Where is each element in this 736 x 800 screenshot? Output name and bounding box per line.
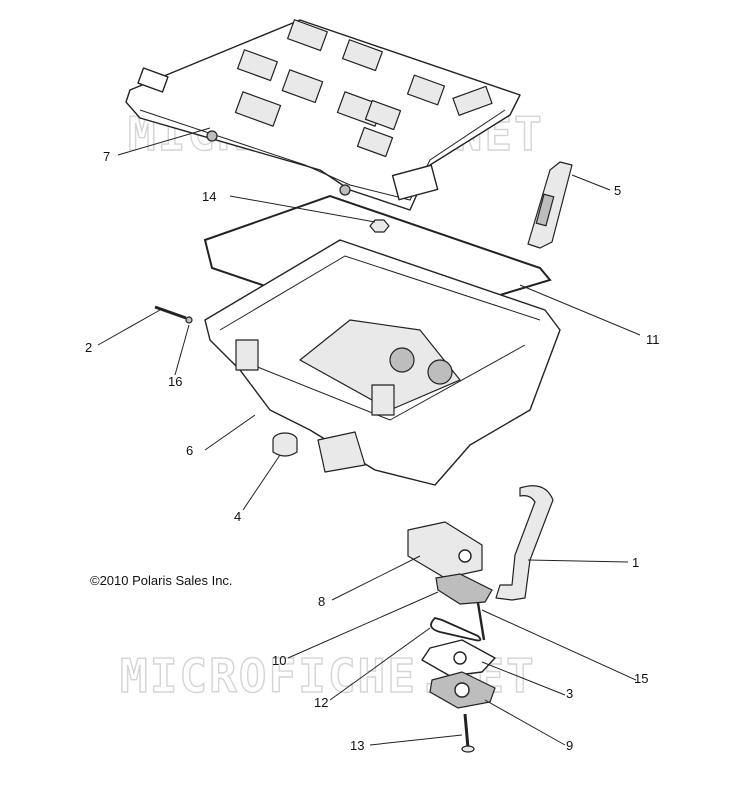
- callout-10: 10: [272, 653, 286, 668]
- pin-part: [154, 305, 187, 320]
- grommet-part: [272, 432, 298, 457]
- leader-lines: [97, 127, 641, 746]
- callout-16: 16: [168, 374, 182, 389]
- latch-cover-hole: [458, 549, 472, 563]
- latch-pin-part: [476, 602, 486, 641]
- callout-12: 12: [314, 695, 328, 710]
- latch-part: [435, 573, 493, 605]
- gasket-hole: [453, 651, 467, 665]
- copyright-notice: ©2010 Polaris Sales Inc.: [90, 573, 233, 588]
- callout-4: 4: [234, 509, 241, 524]
- callout-15: 15: [634, 671, 648, 686]
- callouts: 7 14 5 2 16 11 6 4 1 8 10 15 12 3 13 9: [85, 149, 660, 753]
- base-plate-hole: [454, 682, 470, 698]
- callout-8: 8: [318, 594, 325, 609]
- lid-part: [125, 19, 521, 211]
- strap-slot: [535, 193, 555, 227]
- storage-box-part: [204, 239, 561, 486]
- callout-6: 6: [186, 443, 193, 458]
- nut-part: [369, 219, 390, 233]
- callout-13: 13: [350, 738, 364, 753]
- spring-part: [430, 616, 482, 642]
- callout-14: 14: [202, 189, 216, 204]
- callout-3: 3: [566, 686, 573, 701]
- bolt-part: [461, 713, 475, 753]
- callout-1: 1: [632, 555, 639, 570]
- callout-9: 9: [566, 738, 573, 753]
- latch-cover-part: [407, 521, 483, 579]
- latch-strap-part: [495, 485, 554, 601]
- callout-5: 5: [614, 183, 621, 198]
- clip-part: [185, 316, 193, 324]
- callout-7: 7: [103, 149, 110, 164]
- callout-11: 11: [646, 332, 660, 347]
- callout-2: 2: [85, 340, 92, 355]
